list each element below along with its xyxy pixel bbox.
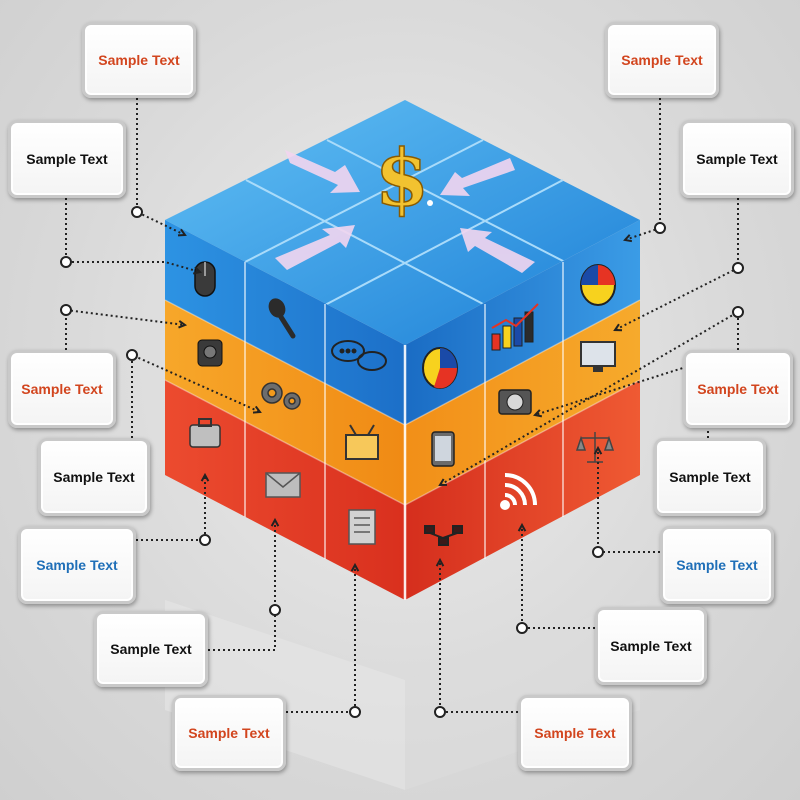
label-text: Sample Text [26, 151, 108, 167]
label-box[interactable]: Sample Text [654, 438, 766, 516]
label-text: Sample Text [697, 381, 779, 397]
connector-node [60, 304, 72, 316]
arrowhead-icon [350, 562, 360, 572]
label-box[interactable]: Sample Text [680, 120, 794, 198]
arrowhead-icon [438, 478, 448, 487]
connector-node [349, 706, 361, 718]
arrowhead-icon [252, 405, 262, 414]
label-text: Sample Text [621, 52, 703, 68]
label-box[interactable]: Sample Text [18, 526, 136, 604]
arrowhead-icon [177, 228, 187, 237]
envelope-icon [265, 472, 301, 498]
monitor-icon [580, 341, 616, 372]
label-text: Sample Text [98, 52, 180, 68]
label-box[interactable]: Sample Text [38, 438, 150, 516]
label-text: Sample Text [21, 381, 103, 397]
arrowhead-icon [623, 234, 633, 243]
arrowhead-icon [200, 472, 210, 482]
briefcase-icon [189, 418, 221, 448]
label-text: Sample Text [696, 151, 778, 167]
microphone-icon [268, 298, 296, 339]
arrowhead-icon [270, 517, 280, 527]
connector-node [131, 206, 143, 218]
label-text: Sample Text [676, 557, 758, 573]
arrow-icon [275, 150, 535, 273]
connector-line [131, 353, 261, 438]
arrowhead-icon [517, 522, 527, 532]
connector-node [60, 256, 72, 268]
network-icon [424, 525, 463, 546]
label-text: Sample Text [610, 638, 692, 654]
pie-chart-icon [422, 347, 458, 389]
connector-node [269, 604, 281, 616]
label-box[interactable]: Sample Text [518, 695, 632, 771]
label-text: Sample Text [534, 725, 616, 741]
svg-text:$: $ [375, 133, 429, 224]
top-face-grid [244, 139, 566, 306]
label-text: Sample Text [53, 469, 135, 485]
label-box[interactable]: Sample Text [595, 607, 707, 685]
bar-chart-icon [491, 303, 539, 351]
pie-chart-icon [580, 264, 616, 306]
connector-node [592, 546, 604, 558]
arrowhead-icon [435, 557, 445, 567]
connector-node [732, 306, 744, 318]
connector-line [286, 565, 356, 713]
connector-line [439, 560, 518, 713]
tablet-icon [431, 431, 455, 467]
label-box[interactable]: Sample Text [8, 350, 116, 428]
scales-icon [575, 432, 615, 463]
cube-top-face [165, 100, 640, 345]
label-box[interactable]: Sample Text [660, 526, 774, 604]
connector-node [126, 349, 138, 361]
wifi-signal-icon [500, 473, 537, 510]
cube-dividers [244, 262, 564, 600]
connector-node [199, 534, 211, 546]
label-text: Sample Text [669, 469, 751, 485]
arrowhead-icon [192, 266, 203, 275]
arrowhead-icon [178, 320, 188, 329]
label-box[interactable]: Sample Text [605, 22, 719, 98]
connector-node [654, 222, 666, 234]
chat-bubbles-icon [331, 340, 387, 371]
red-layer-right-face [405, 380, 640, 600]
label-text: Sample Text [188, 725, 270, 741]
cube: $ [164, 100, 641, 600]
webcam-icon [197, 339, 223, 367]
label-box[interactable]: Sample Text [94, 611, 208, 687]
arrowhead-icon [613, 323, 623, 332]
label-text: Sample Text [110, 641, 192, 657]
arrowhead-icon [593, 445, 603, 455]
label-text: Sample Text [36, 557, 118, 573]
document-icon [348, 509, 376, 545]
connector-node [732, 262, 744, 274]
arrowhead-icon [533, 409, 543, 418]
tv-icon [345, 424, 379, 460]
gears-icon [261, 382, 301, 410]
label-box[interactable]: Sample Text [172, 695, 286, 771]
connector-node [516, 622, 528, 634]
camera-icon [498, 389, 532, 415]
dollar-sign-icon: $ [374, 132, 433, 225]
connector-line [65, 198, 201, 273]
connector-line [521, 525, 595, 629]
mouse-icon [194, 261, 216, 297]
label-box[interactable]: Sample Text [683, 350, 793, 428]
label-box[interactable]: Sample Text [8, 120, 126, 198]
connector-line [208, 520, 276, 651]
label-box[interactable]: Sample Text [82, 22, 196, 98]
connector-node [434, 706, 446, 718]
